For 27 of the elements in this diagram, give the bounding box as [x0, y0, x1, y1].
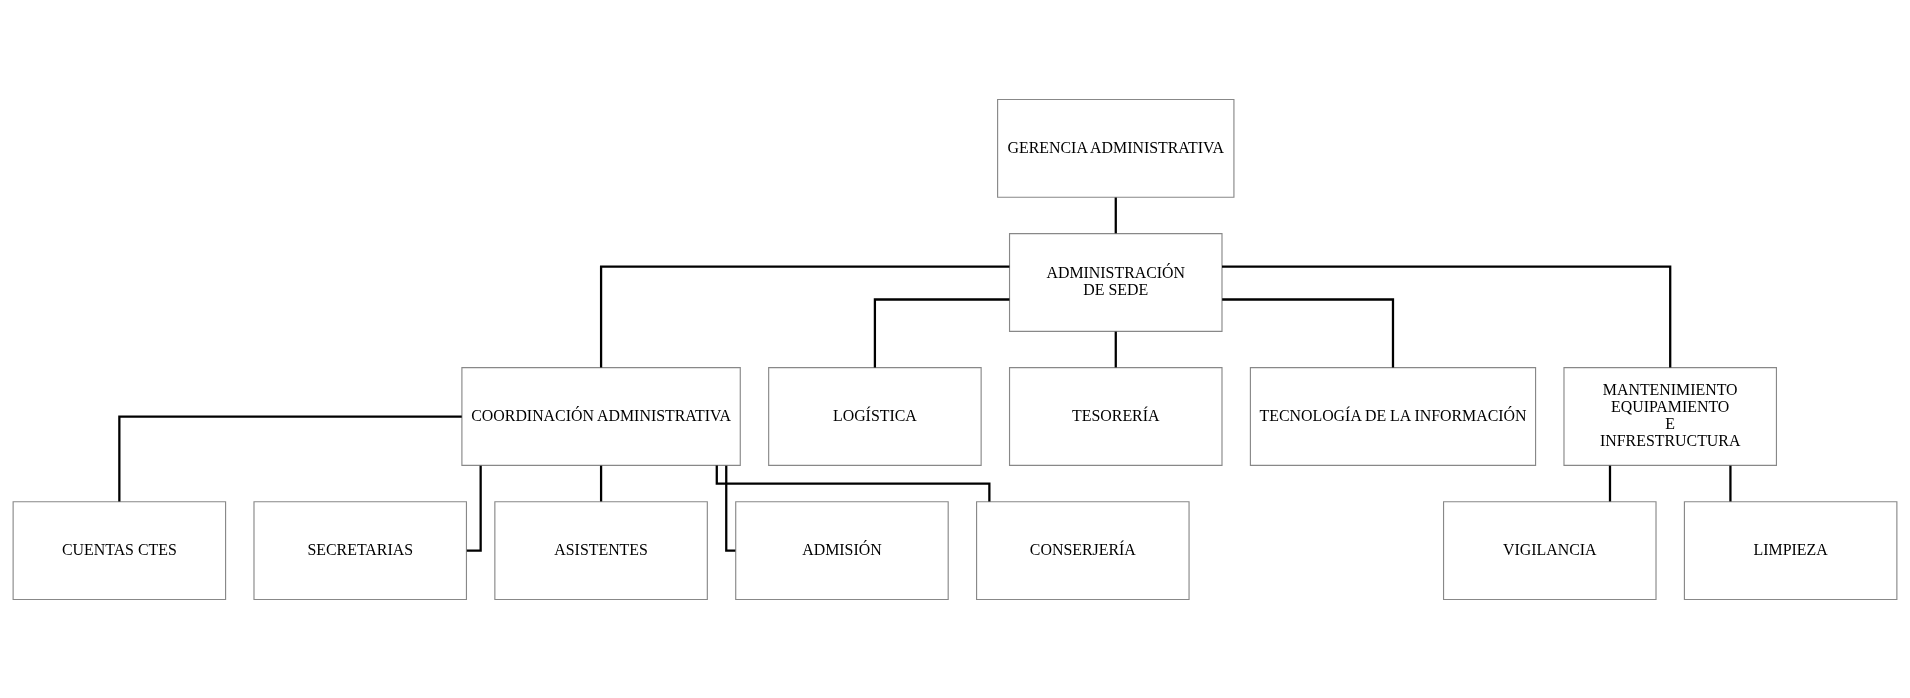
- connector: [118, 414, 462, 501]
- connector: [1729, 465, 1732, 501]
- node-box: LIMPIEZA: [1683, 500, 1898, 600]
- node-box: SECRETARIAS: [253, 500, 467, 600]
- node-box: TESORERÍA: [1008, 366, 1223, 466]
- node-box: ADMINISTRACIÓN DE SEDE: [1008, 232, 1223, 332]
- connector: [599, 465, 603, 501]
- node-box: ASISTENTES: [494, 500, 708, 600]
- connector: [1608, 465, 1612, 501]
- connector: [715, 465, 991, 502]
- node-box: GERENCIA ADMINISTRATIVA: [997, 98, 1235, 198]
- node-box: CUENTAS CTES: [12, 500, 227, 600]
- connector: [1114, 331, 1117, 367]
- connector: [725, 465, 736, 552]
- node-box: MANTENIMIENTO EQUIPAMIENTO E INFRESTRUCTURA: [1563, 366, 1777, 466]
- connector: [1222, 264, 1672, 367]
- node-box: LOGÍSTICA: [768, 366, 982, 466]
- node-box: ADMISIÓN: [735, 500, 949, 600]
- node-box: TECNOLOGÍA DE LA INFORMACIÓN: [1249, 366, 1537, 466]
- node-box: CONSERJERÍA: [976, 500, 1190, 600]
- connector: [466, 465, 482, 552]
- connector: [1222, 297, 1395, 368]
- node-box: VIGILANCIA: [1443, 500, 1657, 600]
- connector: [873, 297, 1010, 368]
- connector: [599, 264, 1010, 367]
- node-box: COORDINACIÓN ADMINISTRATIVA: [461, 366, 741, 466]
- connector: [1114, 197, 1117, 233]
